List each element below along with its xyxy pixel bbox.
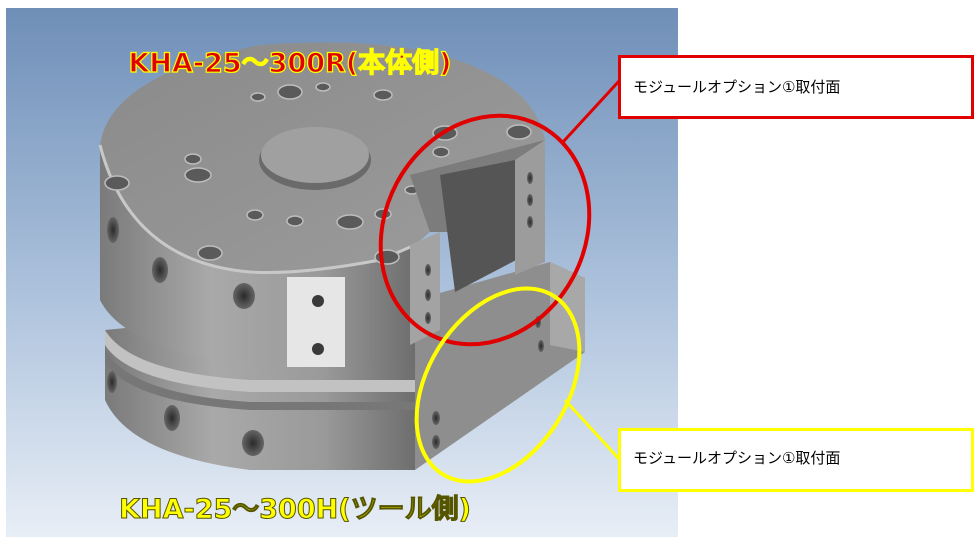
red-leader-line bbox=[561, 78, 622, 144]
callout-box-main-side: モジュールオプション①取付面 bbox=[618, 55, 974, 119]
main-side-title: KHA-25～300R(本体側) bbox=[128, 48, 451, 79]
callout-text-tool-side: モジュールオプション①取付面 bbox=[633, 449, 841, 467]
callout-box-tool-side: モジュールオプション①取付面 bbox=[618, 428, 974, 492]
callout-text-main-side: モジュールオプション①取付面 bbox=[633, 78, 841, 96]
yellow-leader-line bbox=[563, 398, 622, 462]
red-highlight-ellipse bbox=[378, 113, 592, 347]
tool-side-title: KHA-25～300H(ツール側) bbox=[119, 494, 471, 525]
yellow-highlight-ellipse bbox=[414, 286, 582, 484]
main-side-body bbox=[98, 42, 545, 367]
